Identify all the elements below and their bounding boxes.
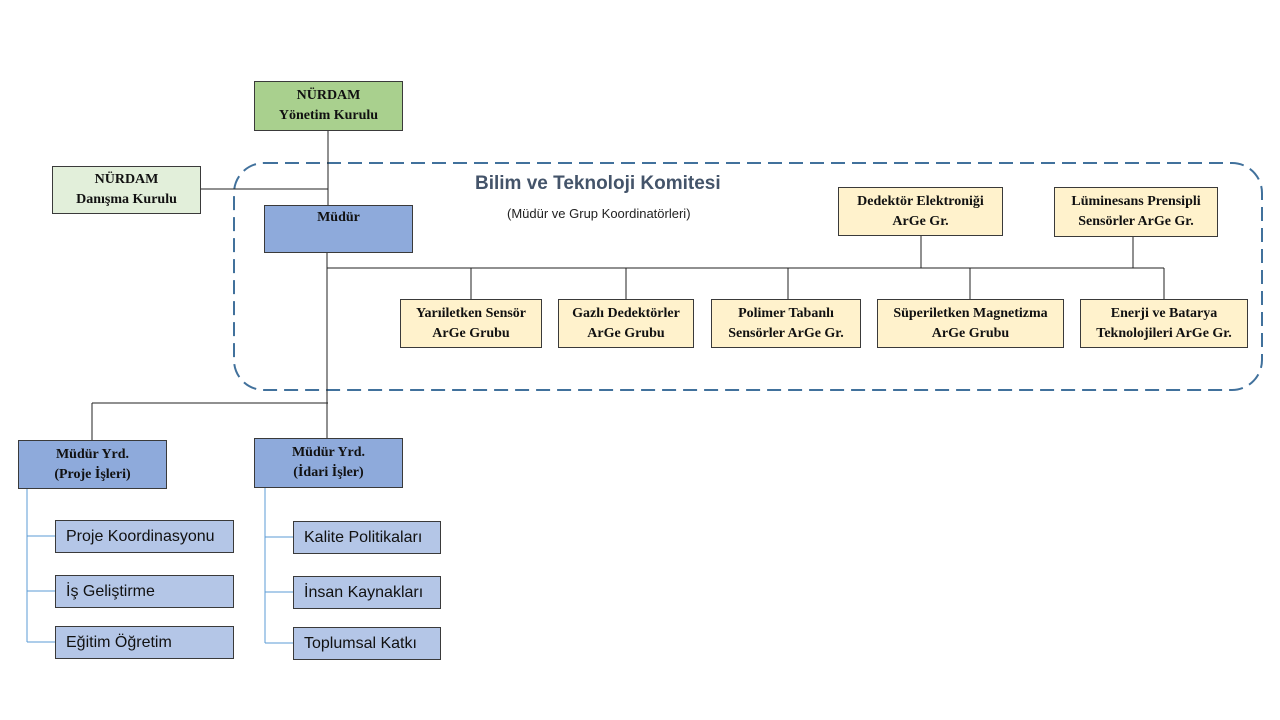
deputy-line1: Müdür Yrd. [55,446,130,462]
unit-is-gelistirme: İş Geliştirme [55,575,234,608]
deputy-line1: Müdür Yrd. [291,445,366,460]
group-luminesans: Lüminesans Prensipli Sensörler ArGe Gr. [1054,187,1218,237]
group-line2: Teknolojileri ArGe Gr. [1096,325,1232,341]
unit-insan-kaynaklari: İnsan Kaynakları [293,576,441,609]
director-label: Müdür [317,210,360,225]
committee-boundary [233,162,1263,391]
committee-title: Bilim ve Teknoloji Komitesi [475,173,721,194]
group-line1: Enerji ve Batarya [1110,305,1218,321]
group-line2: ArGe Grubu [931,325,1010,341]
group-line1: Dedektör Elektroniği [857,193,984,209]
group-line1: Lüminesans Prensipli [1071,194,1201,209]
advisory-line2: Danışma Kurulu [76,192,177,207]
deputy-line2: (İdari İşler) [293,465,364,480]
board-box: NÜRDAM Yönetim Kurulu [254,81,403,131]
advisory-line1: NÜRDAM [94,172,159,187]
group-dedektor-elektronigi: Dedektör Elektroniği ArGe Gr. [838,187,1003,236]
committee-subtitle: (Müdür ve Grup Koordinatörleri) [507,206,691,221]
group-line2: Sensörler ArGe Gr. [728,325,844,341]
group-gazli: Gazlı Dedektörler ArGe Grubu [558,299,694,348]
advisory-box: NÜRDAM Danışma Kurulu [52,166,201,214]
unit-proje-koordinasyonu: Proje Koordinasyonu [55,520,234,553]
board-line1: NÜRDAM [296,88,361,103]
group-line2: ArGe Grubu [587,325,665,341]
unit-kalite-politikalari: Kalite Politikaları [293,521,441,554]
unit-egitim-ogretim: Eğitim Öğretim [55,626,234,659]
deputy-line2: (Proje İşleri) [54,466,131,482]
group-line2: ArGe Gr. [892,213,949,229]
group-line2: ArGe Grubu [432,325,510,341]
unit-toplumsal-katki: Toplumsal Katkı [293,627,441,660]
group-line2: Sensörler ArGe Gr. [1078,214,1194,229]
group-line1: Yarıiletken Sensör [415,305,527,321]
group-line1: Süperiletken Magnetizma [893,305,1048,321]
group-enerji-batarya: Enerji ve Batarya Teknolojileri ArGe Gr. [1080,299,1248,348]
deputy-idari-isler: Müdür Yrd. (İdari İşler) [254,438,403,488]
board-line2: Yönetim Kurulu [278,108,379,123]
group-line1: Gazlı Dedektörler [572,305,680,321]
group-superiletken: Süperiletken Magnetizma ArGe Grubu [877,299,1064,348]
director-box: Müdür [264,205,413,253]
group-yariiletken: Yarıiletken Sensör ArGe Grubu [400,299,542,348]
group-polimer: Polimer Tabanlı Sensörler ArGe Gr. [711,299,861,348]
group-line1: Polimer Tabanlı [738,305,834,321]
deputy-proje-isleri: Müdür Yrd. (Proje İşleri) [18,440,167,489]
